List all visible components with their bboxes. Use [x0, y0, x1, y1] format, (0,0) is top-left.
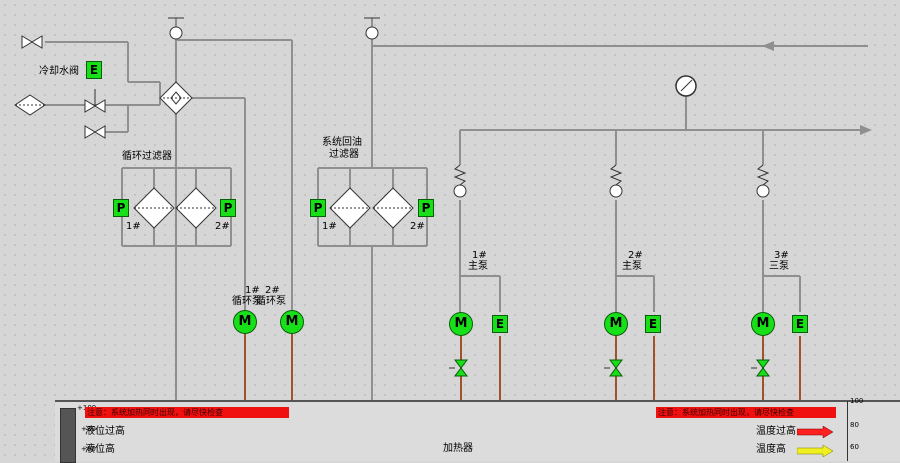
gate-valve-2: [84, 99, 106, 113]
left-scale-80: +80: [81, 425, 96, 433]
gate-valve-1: [21, 35, 43, 49]
main-pump-1-e-button[interactable]: E: [492, 315, 508, 333]
level-high-alarm-label: 液位过高: [85, 426, 125, 437]
main-pump-3-motor-button[interactable]: M: [751, 312, 775, 336]
circ-pump-2-motor-button[interactable]: M: [280, 310, 304, 334]
sys-filter-1-no: 1#: [322, 221, 337, 232]
gate-valve-3: [84, 125, 106, 139]
temp-too-high-label: 温度过高: [756, 426, 796, 437]
strainer-icon: [14, 94, 46, 116]
red-arrow-icon: [797, 426, 834, 439]
main-pump-1-no: 1#: [472, 250, 487, 261]
circ-pump-2-no: 2#: [265, 285, 280, 296]
temp-high-label: 温度高: [756, 444, 786, 455]
pressure-gauge-icon: [675, 75, 697, 97]
sys-filter-1-p-button[interactable]: P: [310, 199, 326, 217]
sys-filter-label-1: 系统回油: [322, 137, 362, 148]
alarm-banner-left: 注意：系统加热同时出现，请尽快检查: [85, 407, 289, 418]
alarm-banner-right: 注意：系统加热同时出现，请尽快检查: [656, 407, 836, 418]
cooling-valve-e-button[interactable]: E: [86, 61, 102, 79]
level-bar: [60, 408, 76, 463]
main-pump-3-no: 3#: [774, 250, 789, 261]
left-scale-60: +60: [81, 445, 96, 453]
heater-label: 加热器: [443, 443, 473, 454]
main-pump-3-label: 三泵: [769, 261, 789, 272]
right-scale-60: 60: [850, 443, 859, 451]
main-pump-2-label: 主泵: [622, 261, 642, 272]
circ-filter-2-p-button[interactable]: P: [220, 199, 236, 217]
right-scale-80: 80: [850, 421, 859, 429]
circ-pump-1-motor-button[interactable]: M: [233, 310, 257, 334]
circ-pump-1-no: 1#: [245, 285, 260, 296]
sys-filter-2-no: 2#: [410, 221, 425, 232]
main-pump-3-e-button[interactable]: E: [792, 315, 808, 333]
circ-filter-1-p-button[interactable]: P: [113, 199, 129, 217]
cooling-valve-label: 冷却水阀: [39, 66, 79, 77]
sys-filter-label-2: 过滤器: [329, 149, 359, 160]
right-scale-100: 100: [850, 397, 864, 405]
main-pump-1-label: 主泵: [468, 261, 488, 272]
main-pump-1-motor-button[interactable]: M: [449, 312, 473, 336]
circ-pump-2-label: 循环泵: [256, 296, 286, 307]
temp-arrows: [797, 426, 834, 458]
oil-tank: +100 +80 +60 注意：系统加热同时出现，请尽快检查 注意：系统加热同时…: [55, 397, 900, 463]
right-scale-axis: [847, 401, 848, 461]
circ-filter-2-no: 2#: [215, 221, 230, 232]
circ-filter-label: 循环过滤器: [122, 151, 172, 162]
main-pump-2-motor-button[interactable]: M: [604, 312, 628, 336]
circ-filter-1-no: 1#: [126, 221, 141, 232]
main-pump-2-no: 2#: [628, 250, 643, 261]
level-normal-label: 液位高: [85, 444, 115, 455]
sys-filter-2-p-button[interactable]: P: [418, 199, 434, 217]
main-pump-2-e-button[interactable]: E: [645, 315, 661, 333]
circ-pump-1-label: 循环泵: [232, 296, 262, 307]
yellow-arrow-icon: [797, 444, 834, 458]
